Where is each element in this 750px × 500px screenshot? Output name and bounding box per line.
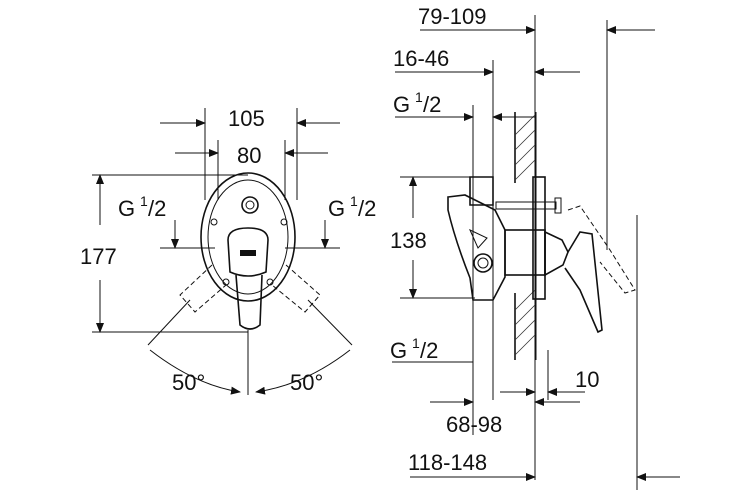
- thread-left-label: G 1 /2: [118, 193, 215, 249]
- dimension-10: 10: [500, 367, 599, 396]
- thread-bottom-label: G 1 /2: [390, 335, 473, 363]
- depth-body-label: 68-98: [446, 412, 502, 437]
- svg-text:G: G: [393, 92, 410, 117]
- svg-text:1: 1: [350, 193, 358, 209]
- dimension-16-46: 16-46: [393, 46, 580, 76]
- depth-wall-label: 16-46: [393, 46, 449, 71]
- svg-text:/2: /2: [148, 196, 166, 221]
- svg-text:/2: /2: [358, 196, 376, 221]
- depth-overall-label: 118-148: [408, 450, 487, 475]
- depth-total-label: 79-109: [418, 4, 487, 29]
- angle-dimensions: 50° 50°: [147, 299, 353, 395]
- height-label: 138: [390, 228, 427, 253]
- dimension-79-109: 79-109: [418, 4, 655, 34]
- angle-left-label: 50°: [172, 370, 205, 395]
- width-outer-label: 105: [228, 106, 265, 131]
- width-inner-label: 80: [237, 143, 261, 168]
- mixer-body-side: [447, 176, 636, 334]
- thread-top-label: G 1 /2: [393, 89, 535, 121]
- dimension-80: 80: [175, 143, 328, 168]
- front-view: 105 80 177 G 1 /2 G 1 /2: [80, 106, 376, 395]
- svg-text:/2: /2: [420, 338, 438, 363]
- svg-text:1: 1: [415, 89, 423, 105]
- dimension-177: 177: [80, 174, 248, 333]
- wall-section: [514, 112, 537, 360]
- dimension-118-148: 118-148: [408, 450, 680, 481]
- dimension-68-98: 68-98: [430, 398, 580, 437]
- svg-text:G: G: [328, 196, 345, 221]
- svg-text:1: 1: [412, 335, 420, 351]
- svg-text:1: 1: [140, 193, 148, 209]
- svg-text:G: G: [118, 196, 135, 221]
- angle-right-label: 50°: [290, 370, 323, 395]
- height-label: 177: [80, 244, 117, 269]
- svg-text:/2: /2: [423, 92, 441, 117]
- svg-text:G: G: [390, 338, 407, 363]
- mixer-front: [179, 172, 321, 330]
- dimension-138: 138: [390, 176, 475, 299]
- thread-right-label: G 1 /2: [285, 193, 376, 249]
- plate-offset-label: 10: [575, 367, 599, 392]
- dimension-105: 105: [160, 106, 340, 131]
- side-view: 79-109 16-46 G 1 /2 138 G 1: [390, 4, 680, 490]
